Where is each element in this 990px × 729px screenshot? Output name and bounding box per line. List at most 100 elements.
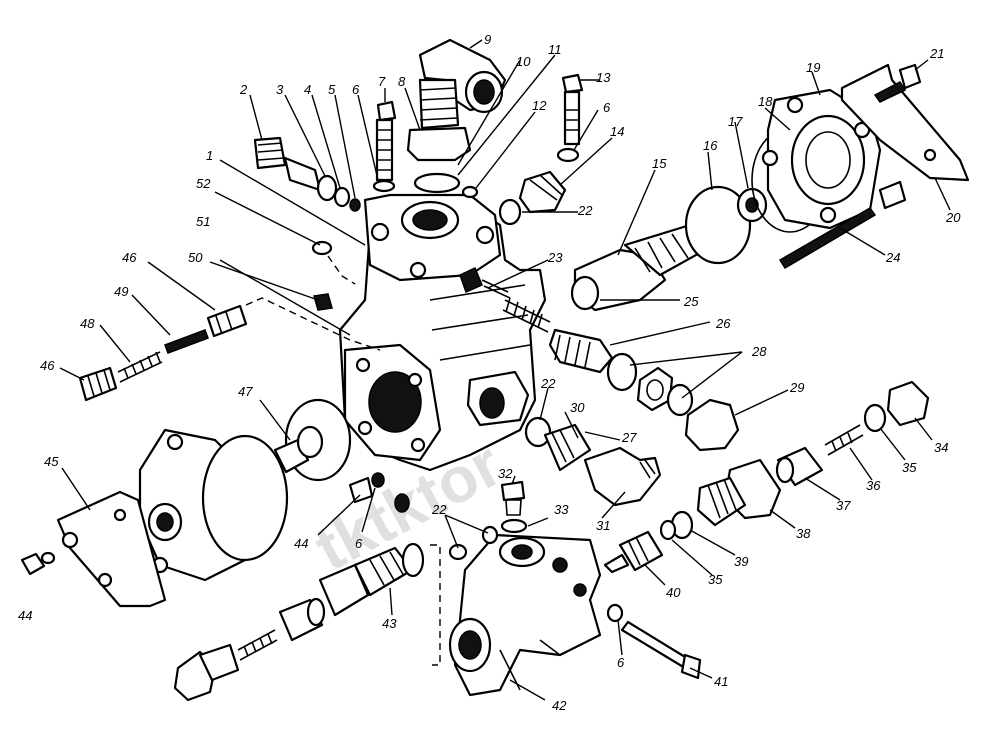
- plug-bottom: [173, 643, 240, 702]
- callout-50: 50: [188, 250, 203, 265]
- o-ring-22-bottom-a: [448, 543, 468, 561]
- callout-41: 41: [714, 674, 728, 689]
- dash-line-52: [327, 255, 356, 285]
- bracket-45: [56, 490, 167, 608]
- pump-body: [338, 193, 547, 472]
- fitting-14: [518, 170, 567, 214]
- spring-stack: [78, 297, 381, 402]
- diaphragm-47-outer: [201, 434, 289, 562]
- nut-8: [406, 126, 472, 162]
- callout-9: 9: [484, 32, 491, 47]
- callout-45: 45: [44, 454, 59, 469]
- o-ring-22-bottom-b: [481, 525, 499, 545]
- o-ring-22-top: [498, 198, 522, 226]
- sleeve-37: [775, 446, 824, 487]
- callout-labels: 1 2 3 4 5 6 6 6 6 6 7 8 9 10 11 12 13 14…: [18, 32, 961, 713]
- callout-46-a: 46: [122, 250, 137, 265]
- callout-7: 7: [378, 74, 386, 89]
- ring-5: [349, 198, 361, 212]
- callout-4: 4: [304, 82, 311, 97]
- callout-33: 33: [554, 502, 569, 517]
- callout-12: 12: [532, 98, 547, 113]
- nut-28: [636, 366, 674, 412]
- callout-16: 16: [703, 138, 718, 153]
- callout-42: 42: [552, 698, 567, 713]
- callout-32: 32: [498, 466, 513, 481]
- callout-19: 19: [806, 60, 820, 75]
- washer-28-a: [606, 352, 638, 392]
- callout-22-a: 22: [577, 203, 593, 218]
- fitting-27: [543, 423, 592, 472]
- bracket-20: [840, 63, 970, 182]
- ring-30: [524, 416, 552, 448]
- callout-48: 48: [80, 316, 95, 331]
- callout-5: 5: [328, 82, 336, 97]
- needle-40: [603, 530, 664, 574]
- ring-4: [333, 186, 351, 208]
- disc-16: [684, 185, 752, 265]
- callout-11: 11: [548, 42, 562, 57]
- callout-6-c: 6: [355, 536, 363, 551]
- washer-6-top: [556, 147, 580, 163]
- callout-51: 51: [196, 214, 210, 229]
- callout-1: 1: [206, 148, 213, 163]
- callout-46-b: 46: [40, 358, 55, 373]
- callout-22-c: 22: [431, 502, 447, 517]
- callout-49: 49: [114, 284, 128, 299]
- screw-32: [500, 480, 526, 516]
- callout-47: 47: [238, 384, 253, 399]
- plug-51: [313, 293, 333, 311]
- callout-25: 25: [683, 294, 699, 309]
- sleeve-26: [548, 328, 614, 374]
- sleeve-bottom: [278, 597, 326, 642]
- o-ring-11: [461, 185, 479, 199]
- callout-29: 29: [789, 380, 804, 395]
- callout-37: 37: [836, 498, 851, 513]
- bolt-21: [873, 63, 922, 103]
- callout-36: 36: [866, 478, 881, 493]
- callout-35-a: 35: [902, 460, 917, 475]
- callout-15: 15: [652, 156, 667, 171]
- spring-36: [824, 424, 864, 456]
- callout-22-b: 22: [540, 376, 556, 391]
- valve-block-42: [448, 533, 602, 697]
- plug-34: [886, 380, 930, 427]
- washer-35: [863, 403, 887, 433]
- bolt-41: [620, 620, 702, 680]
- callout-40: 40: [666, 585, 681, 600]
- stud-24: [778, 180, 907, 270]
- callout-24: 24: [885, 250, 900, 265]
- callout-17: 17: [728, 114, 743, 129]
- callout-13: 13: [596, 70, 611, 85]
- body-38: [696, 458, 782, 527]
- elbow-31: [583, 446, 662, 507]
- callout-52: 52: [196, 176, 211, 191]
- callout-2: 2: [239, 82, 248, 97]
- callout-44-a: 44: [294, 536, 308, 551]
- washer-6-mid: [371, 472, 385, 488]
- callout-35-b: 35: [708, 572, 723, 587]
- callout-23: 23: [547, 250, 563, 265]
- dash-line-43: [430, 544, 441, 666]
- callout-8: 8: [398, 74, 406, 89]
- callout-20: 20: [945, 210, 961, 225]
- elbow-fitting-9: [418, 38, 507, 130]
- washer-35-b: [659, 519, 677, 541]
- leader-lines: [59, 39, 951, 701]
- callout-10: 10: [516, 54, 531, 69]
- plug-6-mid: [394, 493, 410, 513]
- callout-30: 30: [570, 400, 585, 415]
- callout-44-b: 44: [18, 608, 32, 623]
- callout-27: 27: [621, 430, 637, 445]
- nut-44-left: [20, 551, 56, 576]
- callout-3: 3: [276, 82, 284, 97]
- callout-31: 31: [596, 518, 610, 533]
- washer-33: [500, 518, 528, 534]
- nut-47: [273, 425, 324, 474]
- spring-bottom: [237, 629, 278, 661]
- callout-28: 28: [751, 344, 767, 359]
- callout-6-b: 6: [603, 100, 611, 115]
- callout-38: 38: [796, 526, 811, 541]
- bolt-13: [561, 73, 584, 146]
